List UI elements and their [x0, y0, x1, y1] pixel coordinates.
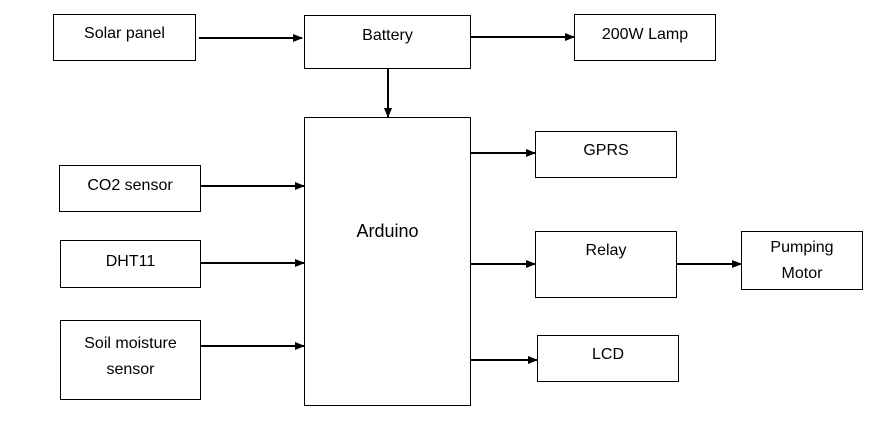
pumping-motor-block: Pumping Motor	[741, 231, 863, 290]
arduino-block: Arduino	[304, 117, 471, 406]
dht11-block: DHT11	[60, 240, 201, 288]
lcd-label: LCD	[591, 345, 624, 363]
lamp-block: 200W Lamp	[574, 14, 716, 61]
lamp-label: 200W Lamp	[601, 26, 689, 43]
gprs-block: GPRS	[535, 131, 677, 178]
solar-panel-label: Solar panel	[84, 24, 165, 42]
solar-panel-block: Solar panel	[53, 14, 196, 61]
relay-block: Relay	[535, 231, 677, 298]
battery-block: Battery	[304, 15, 471, 69]
lcd-block: LCD	[537, 335, 679, 382]
pumping-motor-label: Pumping Motor	[770, 238, 834, 282]
gprs-label: GPRS	[583, 141, 629, 159]
battery-label: Battery	[362, 27, 413, 44]
relay-label: Relay	[585, 242, 627, 259]
soil-moisture-sensor-block: Soil moisture sensor	[60, 320, 201, 400]
co2-sensor-label: CO2 sensor	[87, 176, 173, 194]
soil-moisture-sensor-label: Soil moisture sensor	[84, 335, 177, 378]
arduino-label: Arduino	[356, 221, 419, 241]
co2-sensor-block: CO2 sensor	[59, 165, 201, 212]
dht11-label: DHT11	[105, 253, 156, 270]
